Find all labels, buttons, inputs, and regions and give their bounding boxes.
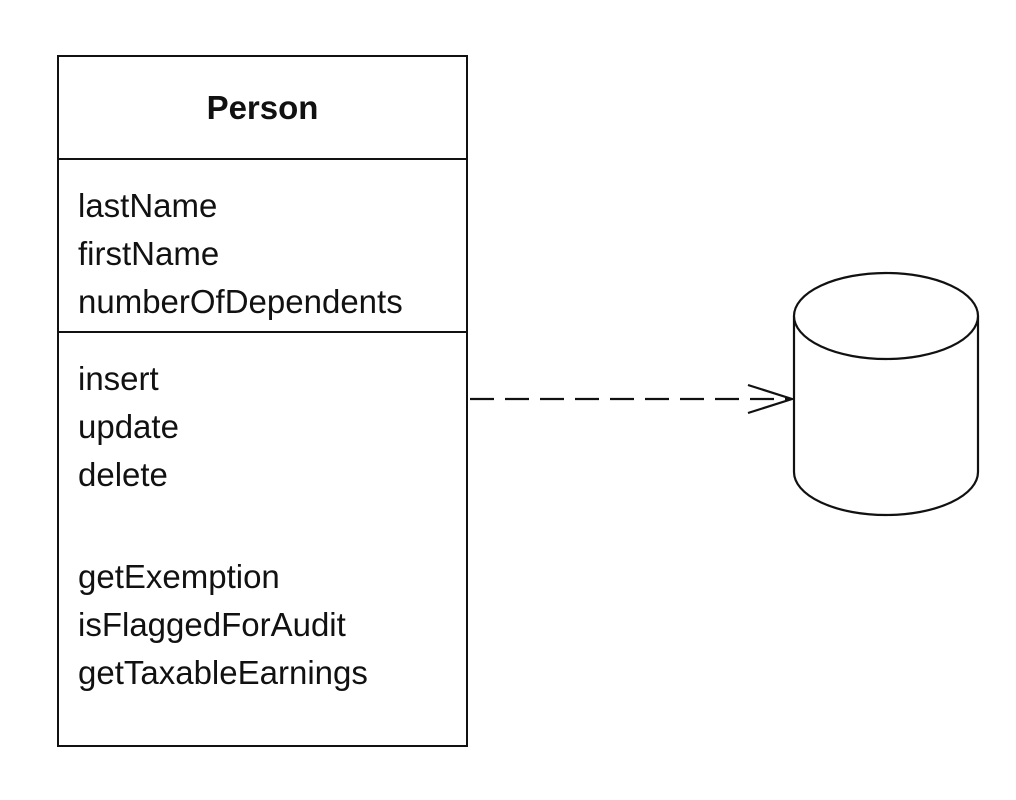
class-header: Person [59,57,466,160]
operation-item: insert [78,360,159,397]
attribute-item: lastName [78,187,218,224]
operation-item: update [78,408,179,445]
open-arrowhead-icon [747,383,796,415]
attribute-item: firstName [78,235,220,272]
operation-list-persistence: insert update delete [78,355,179,499]
operation-list-domain: getExemption isFlaggedForAudit getTaxabl… [78,553,368,697]
operation-item: getTaxableEarnings [78,654,368,691]
attribute-item: numberOfDependents [78,283,403,320]
uml-class-person: Person lastName firstName numberOfDepend… [57,55,468,747]
attributes-compartment: lastName firstName numberOfDependents [59,160,466,333]
operation-item: delete [78,456,168,493]
cylinder-top [792,271,980,361]
cylinder-body [792,316,980,517]
operation-item: isFlaggedForAudit [78,606,346,643]
operation-item: getExemption [78,558,280,595]
attribute-list: lastName firstName numberOfDependents [78,182,403,326]
class-name: Person [206,89,319,126]
cylinder-icon [792,271,980,517]
